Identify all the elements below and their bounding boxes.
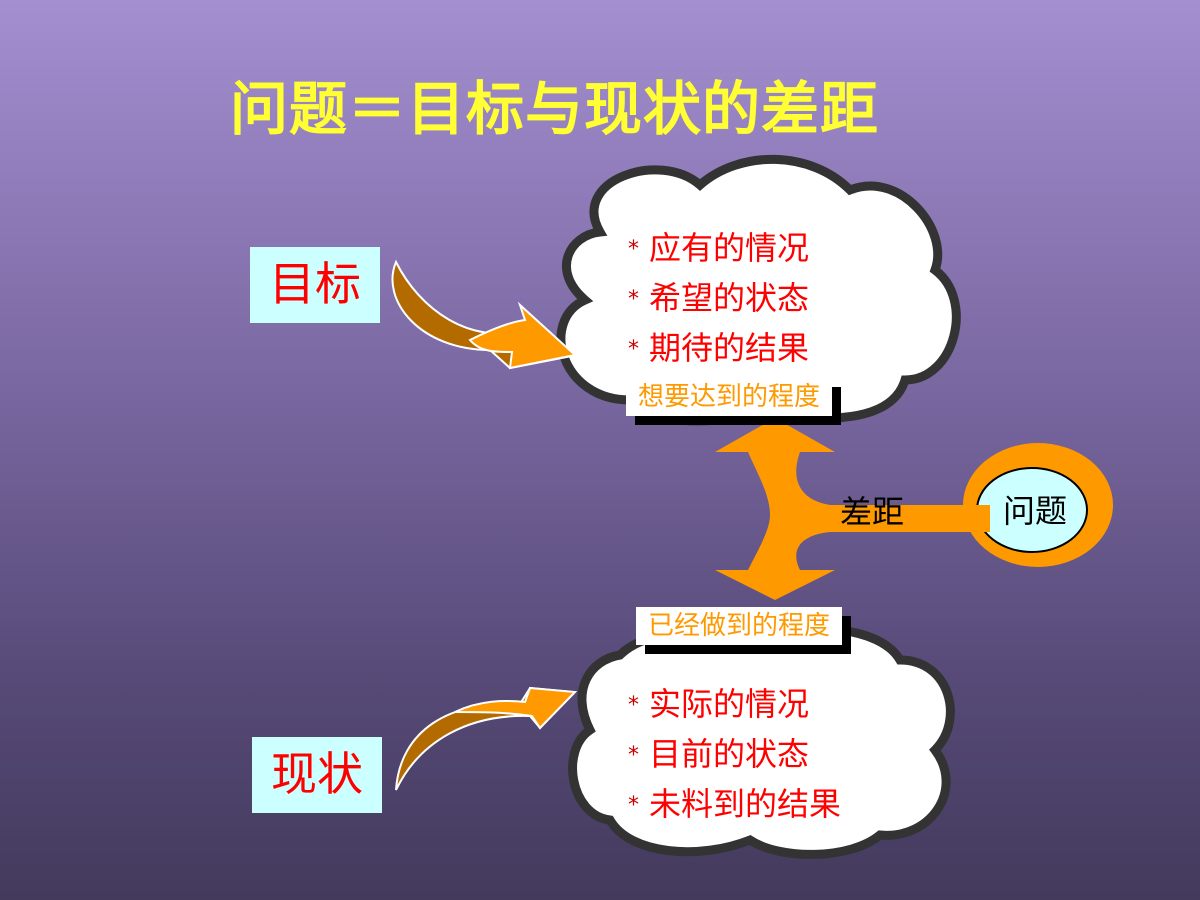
bullet-star-icon: * bbox=[628, 237, 639, 262]
current-item-text: 未料到的结果 bbox=[649, 785, 842, 823]
bullet-star-icon: * bbox=[628, 693, 639, 718]
goal-items-list: * 应有的情况 * 希望的状态 * 期待的结果 bbox=[628, 224, 809, 374]
current-item-text: 实际的情况 bbox=[649, 685, 810, 723]
bullet-star-icon: * bbox=[628, 743, 639, 768]
current-arrow-head bbox=[454, 686, 578, 730]
current-item: * 目前的状态 bbox=[628, 730, 841, 780]
current-item-text: 目前的状态 bbox=[649, 735, 810, 773]
current-label: 现状 bbox=[252, 737, 382, 813]
goal-label: 目标 bbox=[250, 247, 380, 323]
goal-item-text: 期待的结果 bbox=[649, 329, 810, 367]
goal-tag: 想要达到的程度 bbox=[626, 378, 833, 416]
goal-item-text: 希望的状态 bbox=[649, 279, 810, 317]
current-item: * 实际的情况 bbox=[628, 680, 841, 730]
goal-item: * 希望的状态 bbox=[628, 274, 809, 324]
bullet-star-icon: * bbox=[628, 337, 639, 362]
current-tag: 已经做到的程度 bbox=[636, 607, 843, 645]
gap-label: 差距 bbox=[840, 493, 905, 531]
problem-label: 问题 bbox=[1002, 492, 1067, 530]
bullet-star-icon: * bbox=[628, 793, 639, 818]
goal-item-text: 应有的情况 bbox=[649, 229, 810, 267]
goal-item: * 应有的情况 bbox=[628, 224, 809, 274]
current-items-list: * 实际的情况 * 目前的状态 * 未料到的结果 bbox=[628, 680, 841, 830]
bullet-star-icon: * bbox=[628, 287, 639, 312]
gap-arrow bbox=[715, 418, 990, 600]
page-title: 问题＝目标与现状的差距 bbox=[230, 75, 880, 143]
goal-arrow-head bbox=[468, 301, 578, 370]
goal-item: * 期待的结果 bbox=[628, 324, 809, 374]
current-item: * 未料到的结果 bbox=[628, 780, 841, 830]
